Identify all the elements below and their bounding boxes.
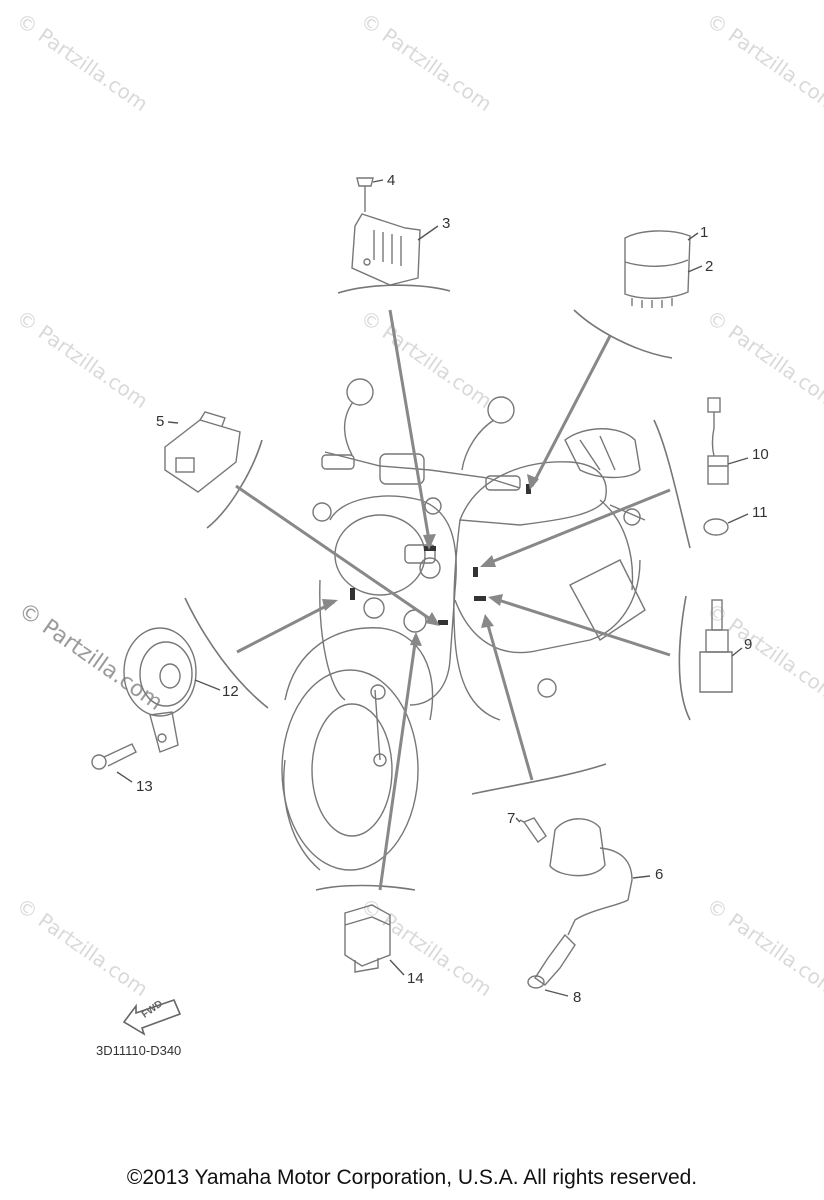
drawing-code: 3D11110-D340: [96, 1043, 182, 1058]
ignition-coil: [515, 817, 651, 997]
callout-13: 13: [136, 778, 153, 795]
callout-11: 11: [752, 504, 768, 521]
scooter-illustration: [281, 378, 646, 871]
cdi-unit: [624, 230, 703, 308]
thermo-sensor: [703, 397, 749, 536]
coupler: [164, 411, 241, 493]
callout-10: 10: [752, 446, 769, 463]
callout-3: 3: [442, 215, 451, 232]
relay: [344, 904, 405, 976]
copyright-notice: ©2013 Yamaha Motor Corporation, U.S.A. A…: [126, 1166, 698, 1189]
callout-7: 7: [507, 810, 516, 827]
callout-5: 5: [156, 413, 165, 430]
forward-arrow-icon: [122, 999, 182, 1036]
callout-14: 14: [407, 970, 424, 987]
callout-4: 4: [387, 172, 396, 189]
callout-9: 9: [744, 636, 753, 653]
callout-2: 2: [705, 258, 714, 275]
horn: [91, 627, 221, 783]
callout-8: 8: [573, 989, 582, 1006]
brake-switch: [699, 599, 743, 693]
rectifier-regulator: [351, 177, 439, 286]
callout-12: 12: [222, 683, 239, 700]
callout-6: 6: [655, 866, 664, 883]
callout-1: 1: [700, 224, 709, 241]
